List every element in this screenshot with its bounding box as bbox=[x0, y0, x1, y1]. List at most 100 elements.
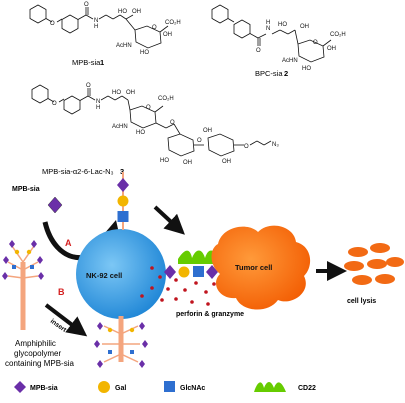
atom-o: O bbox=[313, 40, 318, 46]
polymer-label-line3: containing MPB-sia bbox=[5, 359, 74, 368]
insert-arrow bbox=[44, 303, 88, 337]
atom-o: O bbox=[50, 21, 55, 27]
granule-dot bbox=[174, 278, 178, 282]
atom-co2h: CO₂H bbox=[158, 96, 174, 102]
atom-o: O bbox=[52, 101, 57, 107]
compound-1-name: MPB-sia bbox=[72, 58, 101, 67]
atom-o: O bbox=[84, 2, 89, 8]
atom-oh: OH bbox=[132, 9, 141, 15]
atom-co2h: CO₂H bbox=[165, 20, 181, 26]
atom-o: O bbox=[152, 25, 157, 31]
legend-glcnac-label: GlcNAc bbox=[180, 385, 205, 392]
nk-cell-label: NK-92 cell bbox=[86, 271, 122, 280]
atom-oh: OH bbox=[126, 90, 135, 96]
legend: MPB-sia Gal GlcNAc CD22 bbox=[14, 381, 316, 393]
legend-glcnac-icon bbox=[164, 381, 175, 392]
granule-dot bbox=[174, 297, 178, 301]
compound-mpb-sia-lac-structure bbox=[31, 84, 272, 157]
granule-dot bbox=[212, 282, 216, 286]
perforin-label: perforin & granzyme bbox=[176, 311, 244, 318]
legend-mpb-sia-icon bbox=[14, 381, 26, 393]
granule-dot bbox=[183, 288, 187, 292]
legend-mpb-sia-label: MPB-sia bbox=[30, 385, 58, 392]
granule-dot bbox=[140, 294, 144, 298]
mpb-sia-diamond-icon bbox=[117, 178, 129, 192]
atom-nh: N bbox=[94, 18, 98, 24]
tumor-cell bbox=[211, 225, 311, 310]
atom-h: H bbox=[96, 105, 100, 111]
glycopolymer-free bbox=[2, 240, 44, 330]
granules bbox=[140, 266, 216, 306]
atom-ho: HO bbox=[140, 50, 149, 56]
atom-ho: HO bbox=[160, 158, 169, 164]
compound-2-name: BPC-sia bbox=[255, 69, 283, 78]
gal-circle-icon bbox=[178, 266, 190, 278]
fragment bbox=[352, 275, 372, 285]
granule-dot bbox=[158, 275, 162, 279]
fragment bbox=[367, 259, 387, 269]
atom-ho: HO bbox=[278, 22, 287, 28]
mpb-sia-diamond-icon bbox=[47, 196, 63, 214]
atom-oh: OH bbox=[300, 24, 309, 30]
mpb-sia-label: MPB-sia bbox=[12, 186, 40, 193]
atom-co2h: CO₂H bbox=[330, 32, 346, 38]
atom-achn: AcHN bbox=[112, 124, 128, 130]
atom-h: H bbox=[266, 20, 270, 26]
tumor-cell-label: Tumor cell bbox=[235, 263, 272, 272]
granule-dot bbox=[190, 300, 194, 304]
legend-cd22-icon bbox=[254, 382, 286, 392]
atom-n3: N₃ bbox=[272, 142, 279, 148]
granule-dot bbox=[166, 287, 170, 291]
atom-h: H bbox=[94, 24, 98, 30]
mpb-sia-diamond-icon bbox=[206, 265, 218, 279]
granule-dot bbox=[160, 298, 164, 302]
compound-2-number: 2 bbox=[284, 69, 288, 78]
atom-nh: N bbox=[266, 26, 270, 32]
compound-mpb-sia-atoms: O O N H HO OH O CO₂H OH AcHN HO bbox=[50, 2, 181, 56]
glcnac-square-icon bbox=[193, 266, 204, 277]
cell-lysis-label: cell lysis bbox=[347, 298, 376, 305]
atom-achn: AcHN bbox=[282, 58, 298, 64]
compound-3-name: MPB-sia-α2-6-Lac-N₃ bbox=[42, 167, 114, 176]
granule-dot bbox=[204, 290, 208, 294]
atom-o: O bbox=[170, 120, 175, 126]
atom-o: O bbox=[256, 48, 261, 54]
atom-oh: OH bbox=[203, 128, 212, 134]
compound-1-number: 1 bbox=[100, 58, 104, 67]
fragment bbox=[370, 243, 390, 253]
atom-oh: OH bbox=[327, 46, 336, 52]
atom-o: O bbox=[86, 83, 91, 89]
atom-achn: AcHN bbox=[116, 43, 132, 49]
granule-dot bbox=[206, 302, 210, 306]
atom-o: O bbox=[244, 144, 249, 150]
atom-ho: HO bbox=[118, 9, 127, 15]
gal-circle-icon bbox=[117, 195, 129, 207]
atom-oh: OH bbox=[183, 160, 192, 166]
legend-gal-icon bbox=[98, 381, 110, 393]
atom-oh: OH bbox=[222, 159, 231, 165]
atom-ho: HO bbox=[302, 66, 311, 72]
atom-ho: HO bbox=[136, 130, 145, 136]
lysed-fragments bbox=[344, 243, 404, 285]
atom-nh: N bbox=[96, 99, 100, 105]
granule-dot bbox=[194, 281, 198, 285]
granule-dot bbox=[150, 266, 154, 270]
atom-o: O bbox=[197, 138, 202, 144]
polymer-label-line2: glycopolymer bbox=[14, 349, 61, 358]
compound-3-number: 3 bbox=[120, 167, 124, 176]
legend-gal-label: Gal bbox=[115, 385, 126, 392]
binding-arrow bbox=[153, 205, 185, 235]
atom-oh: OH bbox=[163, 32, 172, 38]
compound-bpc-sia-structure bbox=[211, 4, 332, 63]
path-b-label: B bbox=[58, 287, 65, 297]
compound-bpc-sia-atoms: O N H HO OH O CO₂H OH AcHN HO bbox=[256, 20, 346, 72]
compound-mpb-sia-lac-atoms: O O N H HO OH O CO₂H AcHN HO O HO OH O O… bbox=[52, 83, 279, 166]
glycopolymer-inserted bbox=[94, 316, 148, 368]
glcnac-square-icon bbox=[117, 211, 129, 222]
polymer-label-line1: Amphiphilic bbox=[15, 339, 56, 348]
path-a-label: A bbox=[65, 238, 72, 248]
granule-dot bbox=[150, 286, 154, 290]
atom-ho: HO bbox=[112, 90, 121, 96]
compound-mpb-sia-structure bbox=[29, 4, 169, 49]
